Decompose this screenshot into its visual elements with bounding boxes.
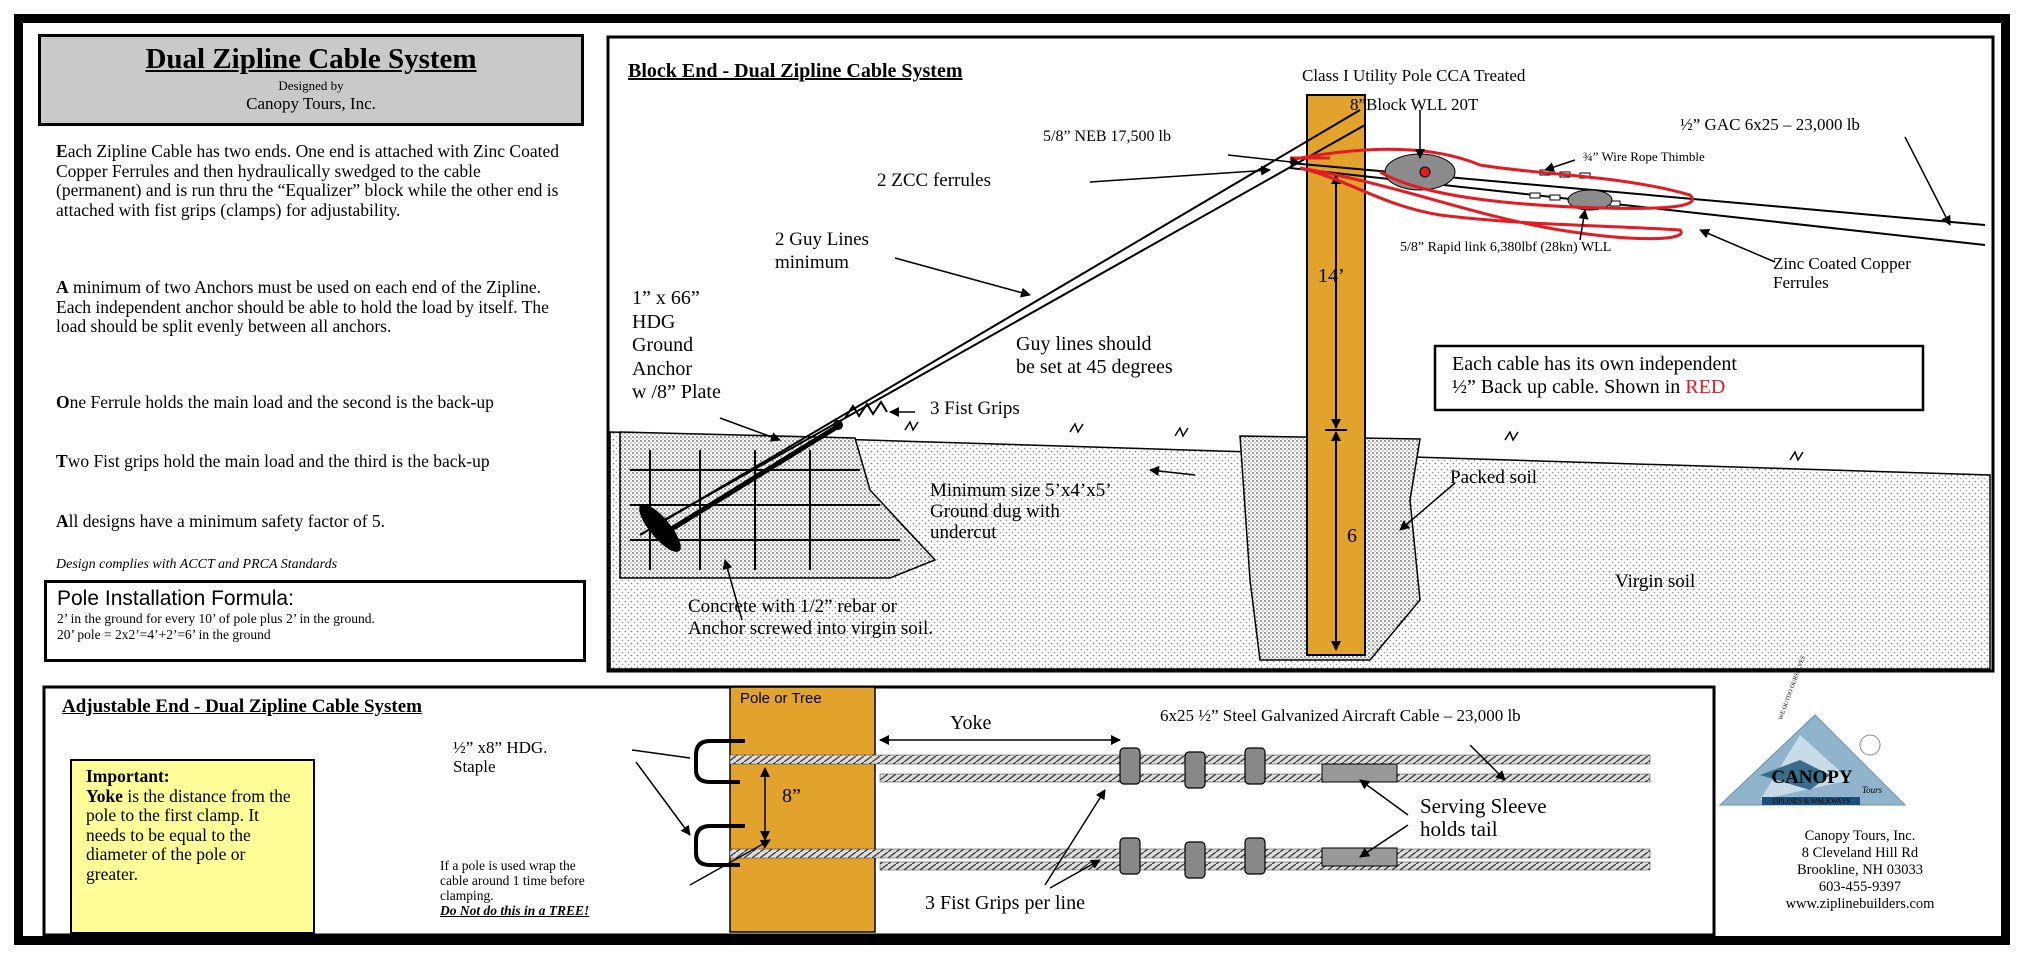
rapid-link-label: 5/8” Rapid link 6,380lbf (28kn) WLL [1400, 240, 1612, 255]
pole-label: Class I Utility Pole CCA Treated [1302, 66, 1526, 85]
height-above-label: 14’ [1318, 265, 1345, 287]
staple-label: ½” x8” HDG.Staple [453, 738, 548, 776]
block-label: 8”Block WLL 20T [1350, 95, 1479, 114]
logo-sub: Tours [1862, 785, 1883, 795]
fist-grips-label: 3 Fist Grips [930, 398, 1020, 419]
block-end-title: Block End - Dual Zipline Cable System [628, 60, 963, 82]
compliance-note: Design complies with ACCT and PRCA Stand… [56, 557, 338, 572]
gac-label: ½” GAC 6x25 – 23,000 lb [1680, 115, 1860, 134]
outer-frame [14, 14, 2010, 945]
thimble-label: ¾” Wire Rope Thimble [1583, 149, 1705, 164]
ground-anchor-rod [668, 422, 842, 533]
website-link[interactable]: www.ziplinebuilders.com [1785, 896, 1935, 912]
paragraph-fist-grips: Two Fist grips hold the main load and th… [56, 451, 490, 471]
serving-sleeve-top [1321, 763, 1398, 783]
contact-info: Canopy Tours, Inc. 8 Cleveland Hill Rd B… [1740, 828, 1980, 913]
anchor-plate [639, 504, 681, 552]
cable-label: 6x25 ½” Steel Galvanized Aircraft Cable … [1160, 706, 1521, 725]
designed-by-label: Designed by [278, 78, 344, 93]
company-name: Canopy Tours, Inc. [246, 94, 376, 113]
paragraph-safety: All designs have a minimum safety factor… [56, 511, 386, 531]
grass-tufts [904, 420, 1804, 462]
neb-label: 5/8” NEB 17,500 lb [1043, 128, 1171, 145]
formula-line-1: 2’ in the ground for every 10’ of pole p… [57, 611, 375, 626]
backup-note-box [1433, 344, 1925, 412]
virgin-soil-label: Virgin soil [1615, 571, 1696, 592]
formula-line-2: 20’ pole = 2x2’=4’+2’=6’ in the ground [57, 627, 271, 642]
packed-soil-label: Packed soil [1450, 467, 1538, 488]
serving-sleeve-bottom [1321, 847, 1398, 867]
staple-bottom [694, 824, 745, 867]
paragraph-cable-ends: Each Zipline Cable has two ends. One end… [56, 141, 560, 220]
important-note: Important: Yoke is the distance from the… [70, 759, 315, 934]
fist-grips-adjustable [1119, 747, 1266, 879]
paragraph-anchors: A minimum of two Anchors must be used on… [56, 277, 549, 336]
logo-tagline: ZIPLINES & WALKWAYS [1772, 798, 1851, 806]
spacing-label: 8” [782, 785, 801, 807]
page-title: Dual Zipline Cable System [145, 43, 477, 75]
guy-line-1 [639, 109, 1361, 536]
fist-grip-coil [844, 400, 888, 419]
fist-grips-per-line-label: 3 Fist Grips per line [925, 892, 1085, 914]
pole-or-tree [729, 686, 876, 933]
adjustable-end-title: Adjustable End - Dual Zipline Cable Syst… [62, 696, 423, 717]
pole-formula-box: Pole Installation Formula: 2’ in the gro… [44, 580, 586, 662]
guy-line-2 [649, 124, 1366, 529]
thimble-shape [1567, 189, 1613, 211]
pole-or-tree-label: Pole or Tree [740, 690, 822, 707]
adjustable-end-panel [42, 685, 1716, 937]
formula-heading: Pole Installation Formula: [57, 587, 294, 610]
logo-text: CANOPY [1771, 767, 1853, 788]
ferrules-label: 2 ZCC ferrules [877, 170, 991, 191]
paragraph-ferrule: One Ferrule holds the main load and the … [56, 392, 494, 412]
title-box: Dual Zipline Cable System Designed by Ca… [38, 34, 584, 126]
yoke-label: Yoke [950, 712, 992, 734]
staple-top [694, 739, 745, 784]
canopy-logo: CANOPY Tours ZIPLINES & WALKWAYS WE OUTD… [1718, 655, 1907, 806]
height-below-label: 6 [1347, 525, 1357, 547]
